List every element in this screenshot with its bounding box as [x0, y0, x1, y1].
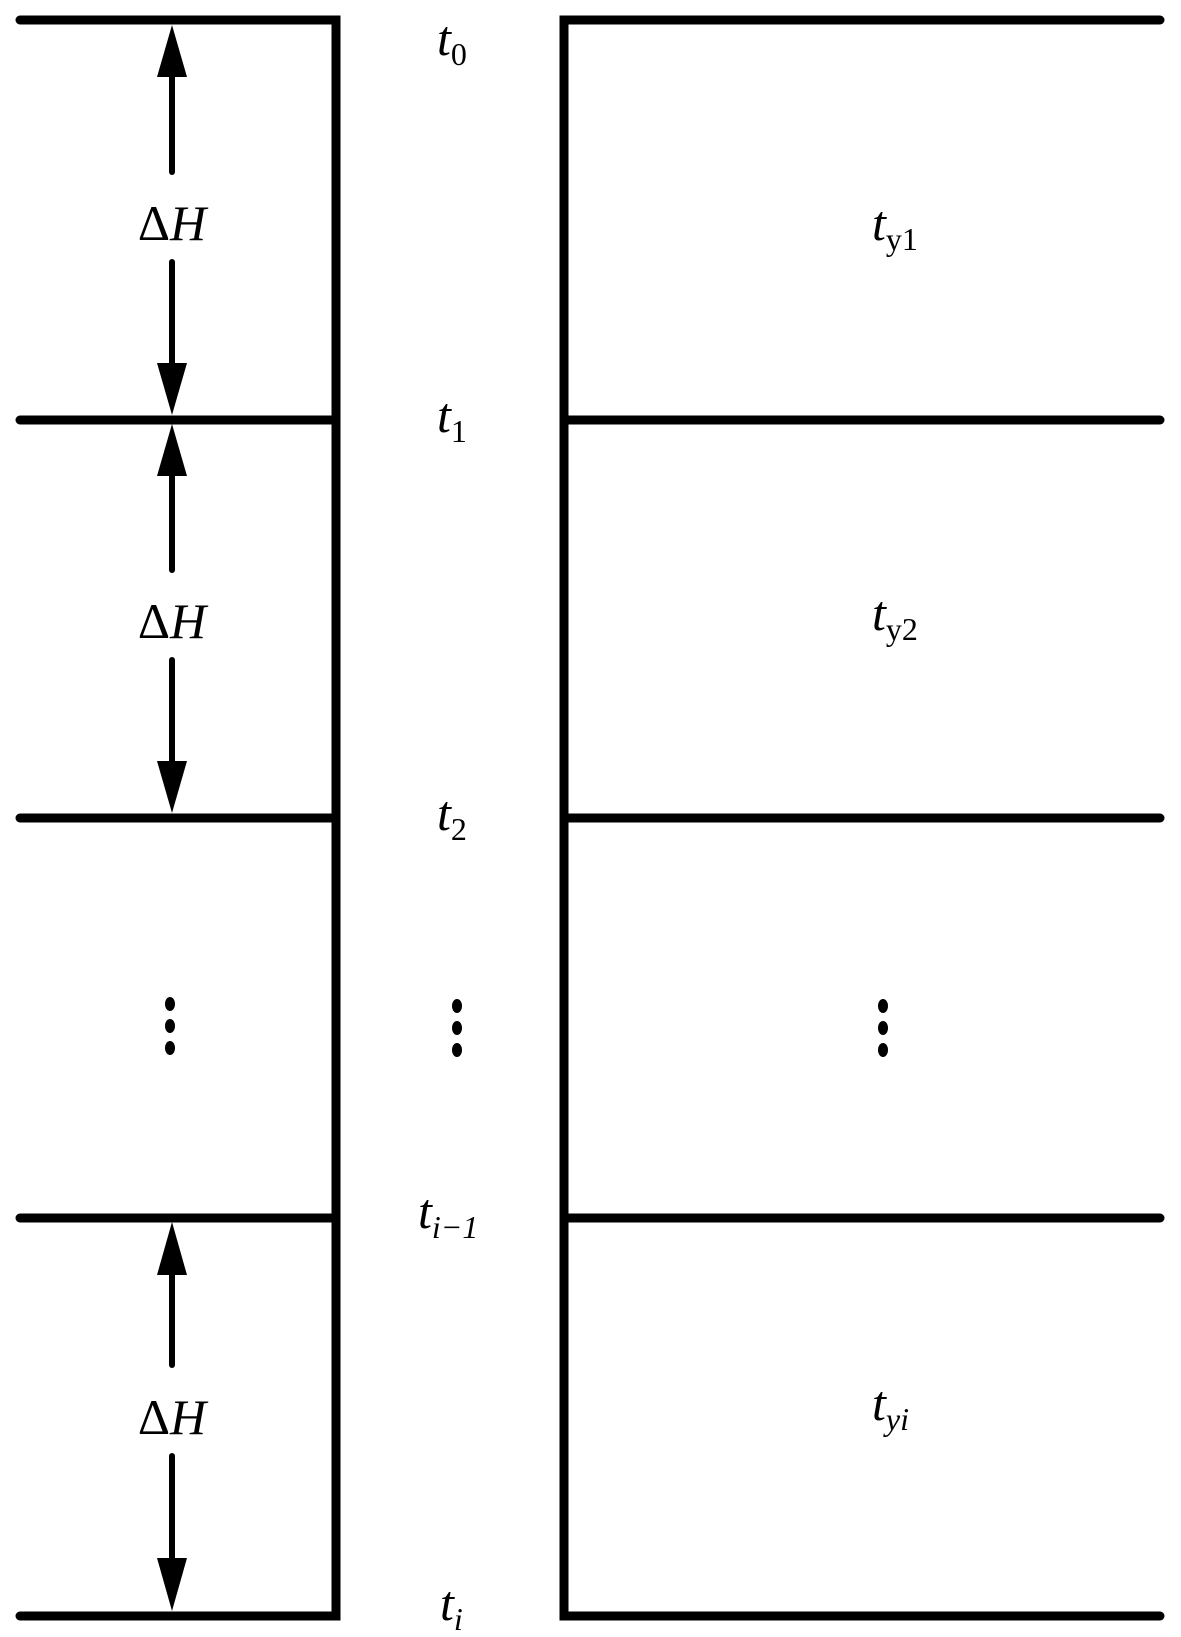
boundary-label-t0: t0	[437, 10, 467, 72]
delta-h-label-1: ΔH	[138, 195, 209, 251]
delta-h-label-3: ΔH	[138, 1389, 209, 1445]
boundary-label-ti-1: ti−1	[418, 1183, 478, 1245]
layer-temp-label-ty1: ty1	[872, 195, 918, 257]
ellipsis-right	[878, 999, 888, 1057]
delta-h-label-2: ΔH	[138, 593, 209, 649]
boundary-label-t1: t1	[437, 387, 467, 449]
dimension-arrow-3	[157, 1222, 187, 1611]
dimension-arrow-2	[157, 424, 187, 813]
layer-temp-label-ty2: ty2	[872, 585, 918, 647]
dimension-arrow-1	[157, 25, 187, 415]
boundary-label-ti: ti	[440, 1575, 463, 1637]
ellipsis-left	[165, 997, 175, 1055]
boundary-label-t2: t2	[437, 785, 467, 847]
layer-temp-label-tyi: tyi	[872, 1375, 909, 1437]
ellipsis-middle	[452, 999, 462, 1057]
